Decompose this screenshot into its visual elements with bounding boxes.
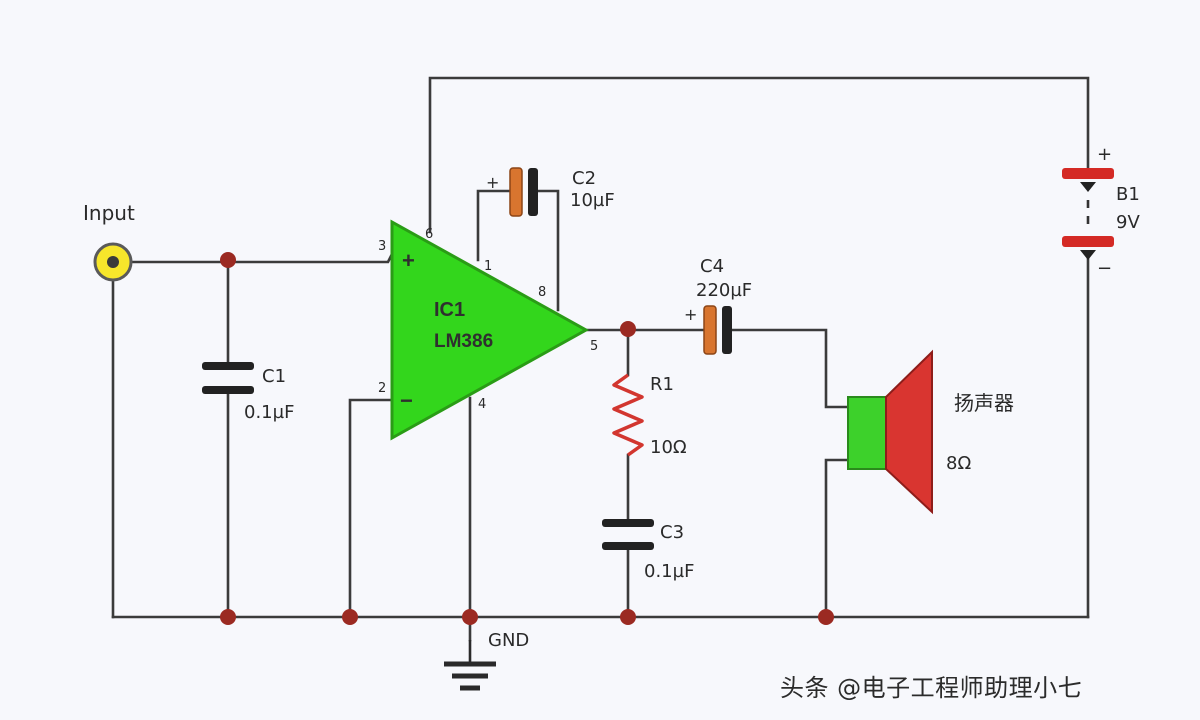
r1-value: 10Ω <box>650 437 687 458</box>
watermark-text: 头条 @电子工程师助理小七 <box>780 674 1083 702</box>
capacitor-c3: C3 0.1µF <box>602 519 694 582</box>
pin1-label: 1 <box>484 259 492 274</box>
gnd-label: GND <box>488 630 529 651</box>
c3-plate-bottom <box>602 542 654 550</box>
c4-plate-positive <box>703 305 717 355</box>
noninverting-sign: + <box>402 248 415 273</box>
battery-value: 9V <box>1116 212 1140 233</box>
battery-cell-marker <box>1080 250 1096 260</box>
c3-plate-top <box>602 519 654 527</box>
c2-name: C2 <box>572 168 596 189</box>
input-jack-pin <box>107 256 119 268</box>
c4-plate-negative <box>722 306 732 354</box>
c3-name: C3 <box>660 522 684 543</box>
input-signal-wire <box>111 252 394 264</box>
battery-negative-sign: − <box>1097 258 1112 279</box>
c3-value: 0.1µF <box>644 561 694 582</box>
battery-b1: + − B1 9V <box>1062 144 1140 279</box>
junction-node <box>220 609 236 625</box>
capacitor-c4: + C4 220µF <box>684 256 752 355</box>
junction-nodes <box>220 252 834 625</box>
c1-plate-top <box>202 362 254 370</box>
inverting-sign: − <box>400 388 413 413</box>
resistor-r1: R1 10Ω <box>612 373 687 458</box>
wires <box>111 76 1090 642</box>
junction-node <box>620 609 636 625</box>
battery-cell-marker <box>1080 182 1096 192</box>
input-jack: Input <box>83 201 135 282</box>
junction-node <box>620 321 636 337</box>
pin8-label: 8 <box>538 285 546 300</box>
c4-polarity: + <box>684 305 697 324</box>
input-label: Input <box>83 201 135 225</box>
ground-symbol: GND <box>444 630 529 691</box>
speaker: 扬声器 8Ω <box>847 349 1014 515</box>
c4-name: C4 <box>700 256 724 277</box>
r1-name: R1 <box>650 374 674 395</box>
capacitor-c2: + C2 10µF <box>486 167 615 217</box>
pin5-label: 5 <box>590 339 598 354</box>
junction-node <box>220 252 236 268</box>
opamp-triangle <box>390 219 590 441</box>
c1-plate-bottom <box>202 386 254 394</box>
ic-designator: IC1 <box>434 299 465 321</box>
c2-plate-positive <box>509 167 523 217</box>
junction-node <box>818 609 834 625</box>
speaker-return-wire <box>824 458 850 619</box>
speaker-name: 扬声器 <box>954 391 1014 415</box>
lm386-amplifier: IC1 LM386 + − 3 2 6 1 8 5 4 <box>378 219 598 441</box>
r1-zigzag <box>612 373 644 457</box>
supply-rail-wire <box>428 76 1090 234</box>
capacitor-c1: C1 0.1µF <box>202 362 294 423</box>
pin2-wire <box>348 398 394 619</box>
pin2-label: 2 <box>378 381 386 396</box>
battery-plate-bottom <box>1062 236 1114 247</box>
battery-positive-sign: + <box>1097 144 1112 165</box>
c1-value: 0.1µF <box>244 402 294 423</box>
c2-wire <box>476 189 560 312</box>
c1-name: C1 <box>262 366 286 387</box>
junction-node <box>462 609 478 625</box>
battery-plate-top <box>1062 168 1114 179</box>
c2-plate-negative <box>528 168 538 216</box>
ic-part: LM386 <box>434 331 493 352</box>
c4-value: 220µF <box>696 280 752 301</box>
output-wire <box>582 328 850 409</box>
junction-node <box>342 609 358 625</box>
battery-name: B1 <box>1116 184 1140 205</box>
pin3-label: 3 <box>378 239 386 254</box>
pin6-label: 6 <box>425 227 433 242</box>
c2-value: 10µF <box>570 190 615 211</box>
speaker-magnet <box>847 396 887 470</box>
speaker-value: 8Ω <box>946 453 971 474</box>
c2-polarity: + <box>486 173 499 192</box>
pin4-label: 4 <box>478 397 486 412</box>
speaker-cone <box>885 349 933 515</box>
